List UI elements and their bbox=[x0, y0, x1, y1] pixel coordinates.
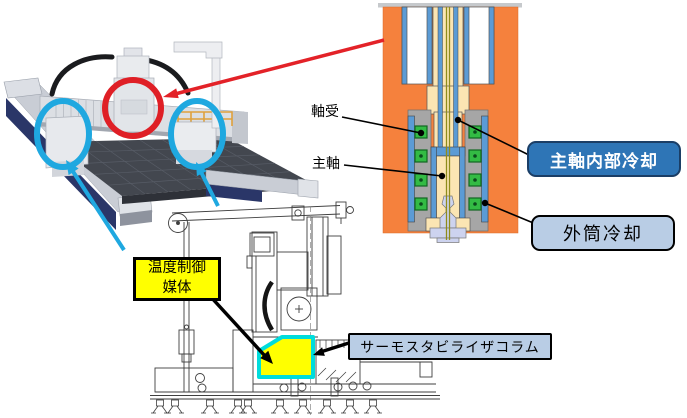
anchor-bolts bbox=[151, 399, 382, 414]
bearings bbox=[414, 125, 482, 211]
temp-control-medium-callout: 温度制御 媒体 bbox=[133, 257, 221, 301]
cyan-arrow-left bbox=[66, 160, 126, 252]
spindle-cross-section bbox=[378, 3, 522, 243]
thermo-stabilizer-column-callout: サーモスタビライザコラム bbox=[348, 333, 552, 360]
black-arrow-temp-medium bbox=[208, 294, 273, 364]
internal-cooling-channel bbox=[453, 6, 459, 151]
left-highlight-circle bbox=[34, 98, 92, 170]
black-arrow-thermo-column bbox=[313, 340, 353, 356]
red-highlight-circle bbox=[102, 77, 164, 139]
outer-cylinder-cooling-callout: 外筒冷却 bbox=[531, 215, 675, 251]
internal-cooling-channel bbox=[437, 6, 443, 151]
outer-cooling-channel bbox=[407, 115, 415, 223]
spindle-label: 主軸 bbox=[312, 155, 340, 171]
machine-side-drawing bbox=[150, 201, 440, 415]
gantry-right-column bbox=[171, 121, 217, 153]
thermo-region-highlight bbox=[257, 335, 315, 379]
spindle-internal-cooling-callout: 主軸内部冷却 bbox=[527, 141, 681, 177]
temp-control-medium-line1: 温度制御 bbox=[148, 260, 206, 277]
gantry-left-column bbox=[45, 115, 89, 169]
outer-cooling-channel bbox=[481, 115, 489, 223]
cable-carrier bbox=[49, 54, 115, 97]
machine-3d-illustration bbox=[3, 41, 319, 230]
temp-control-medium-line2: 媒体 bbox=[162, 280, 192, 296]
bearing-label: 軸受 bbox=[311, 103, 339, 119]
red-arrow bbox=[163, 38, 385, 99]
cyan-arrow-right bbox=[196, 162, 220, 207]
handrail bbox=[177, 111, 233, 126]
